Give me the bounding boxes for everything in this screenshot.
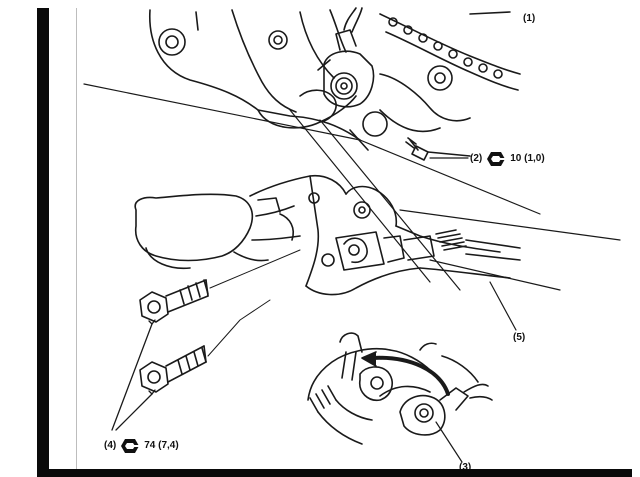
sensor-install-detail [307, 332, 493, 445]
callout-3: (3) [459, 462, 472, 473]
leader-5 [489, 281, 517, 331]
axle-shaft [335, 229, 521, 271]
callout-2: (2) [470, 153, 483, 164]
torque-value-2: 10 (1,0) [510, 153, 545, 164]
swingarm-bracket [249, 174, 511, 296]
speed-sensor-upper [317, 7, 375, 108]
leader-3 [435, 421, 463, 463]
torque-value-4: 74 (7,4) [144, 440, 179, 451]
callout-5: (5) [513, 332, 526, 343]
bolt-2 [405, 137, 471, 161]
caliper-cover [134, 193, 301, 270]
leader-4 [111, 319, 156, 431]
drive-chain [379, 11, 521, 91]
engine-case [149, 9, 471, 151]
page-margin-rule [76, 8, 77, 470]
frame-lines [83, 83, 621, 291]
torque-wrench-hex-icon [121, 439, 141, 453]
callout-4: (4) [104, 440, 117, 451]
torque-spec-2: (2) 10 (1,0) [470, 151, 545, 167]
bolts-4 [139, 249, 301, 393]
callout-1: (1) [523, 13, 536, 24]
torque-wrench-hex-icon [487, 152, 507, 166]
scan-edge-right [632, 0, 640, 477]
install-direction-arrow [361, 351, 450, 397]
scan-border-left [37, 8, 49, 470]
scan-border-bottom [37, 469, 640, 477]
torque-spec-4: (4) 74 (7,4) [104, 438, 179, 454]
